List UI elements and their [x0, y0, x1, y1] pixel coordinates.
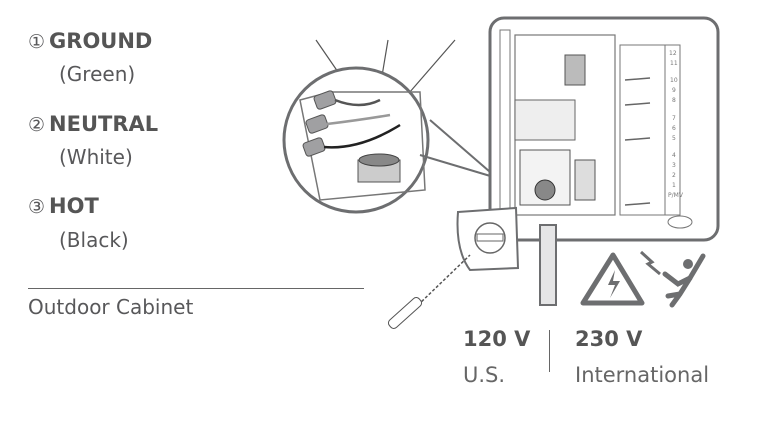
divider-line [28, 288, 364, 289]
cabinet-label: Outdoor Cabinet [28, 295, 194, 319]
wire-color-label: (Green) [59, 62, 136, 86]
wire-name: NEUTRAL [49, 112, 159, 136]
magnified-wiring-view [282, 66, 430, 214]
wire-number: ③ [28, 196, 46, 218]
wire-color-label: (Black) [59, 228, 129, 252]
electric-shock-person-icon [639, 250, 706, 308]
electrical-hazard-icon [580, 252, 645, 306]
station-label: 1 [672, 182, 676, 189]
station-label: 9 [672, 87, 676, 94]
station-label: 10 [670, 77, 678, 84]
station-label: 5 [672, 135, 676, 142]
station-label: 6 [672, 125, 676, 132]
region-us: U.S. [463, 363, 506, 387]
wire-number: ② [28, 114, 46, 136]
wire-color-label: (White) [59, 145, 133, 169]
wire-number: ① [28, 31, 46, 53]
conduit [539, 224, 557, 306]
region-international: International [575, 363, 710, 387]
station-label: 3 [672, 162, 676, 169]
station-label: P/MV [668, 192, 684, 199]
screwdriver-icon [387, 254, 471, 329]
station-label: 7 [672, 115, 676, 122]
station-label: 11 [670, 60, 678, 67]
voltage-international: 230 V [575, 327, 643, 351]
station-label: 12 [669, 50, 677, 57]
controller-unit: 12 11 10 9 8 7 6 5 4 3 2 1 P/MV [488, 16, 720, 242]
callout-wedge [419, 119, 498, 179]
station-label: 8 [672, 97, 676, 104]
voltage-divider [549, 330, 550, 372]
station-label: 2 [672, 172, 676, 179]
wire-name: GROUND [49, 29, 153, 53]
station-label: 4 [672, 152, 676, 159]
wire-nut-icons [302, 90, 337, 157]
wire-name: HOT [49, 194, 99, 218]
voltage-us: 120 V [463, 327, 531, 351]
cover-plate [456, 206, 520, 272]
station-labels: 12 11 10 9 8 7 6 5 4 3 2 1 P/MV [668, 50, 684, 199]
